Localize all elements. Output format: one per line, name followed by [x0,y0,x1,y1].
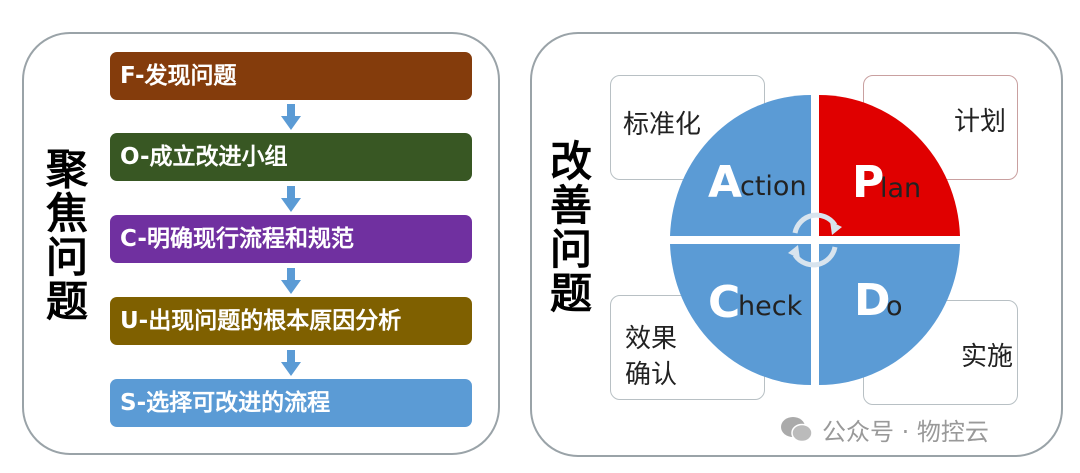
arrow-down-icon [281,186,301,212]
watermark-text: 公众号 · 物控云 [822,418,989,446]
action-rest: ction [740,171,807,202]
step-find: F-发现问题 [110,52,472,100]
cycle-arrow-icon [830,221,842,235]
do-initial: D [854,275,891,326]
quadrant-action [670,94,811,237]
cycle-arrow-icon [788,245,800,259]
step-organize: O-成立改进小组 [110,133,472,181]
check-initial: C [708,277,740,328]
arrow-down-icon [281,268,301,294]
arrow-down-icon [281,350,301,376]
step-select: S-选择可改进的流程 [110,379,472,427]
action-desc: 标准化 [623,110,702,140]
check-rest: heck [738,291,803,322]
do-desc: 实施 [961,342,1014,372]
watermark: 公众号 · 物控云 [780,412,989,447]
do-rest: o [886,291,903,322]
step-clarify: C-明确现行流程和规范 [110,215,472,263]
plan-initial: P [852,157,884,208]
cycle-arrow-icon [792,246,838,268]
focus-problem-title: 聚焦问题 [45,145,88,326]
plan-rest: lan [880,173,921,204]
plan-desc: 计划 [954,107,1007,137]
pdca-cycle: A ction P lan C heck D o [670,94,960,386]
wechat-icon [781,416,813,442]
cycle-arrow-icon [792,212,838,234]
arrow-down-icon [281,104,301,130]
quadrant-plan [819,94,960,237]
step-understand: U-出现问题的根本原因分析 [110,297,472,345]
improve-problem-title: 改善问题 [549,137,592,318]
quadrant-do [819,244,960,386]
check-desc-line2: 确认 [625,360,678,390]
check-desc-line1: 效果 [625,324,678,354]
quadrant-check [670,244,811,386]
action-initial: A [708,157,742,208]
